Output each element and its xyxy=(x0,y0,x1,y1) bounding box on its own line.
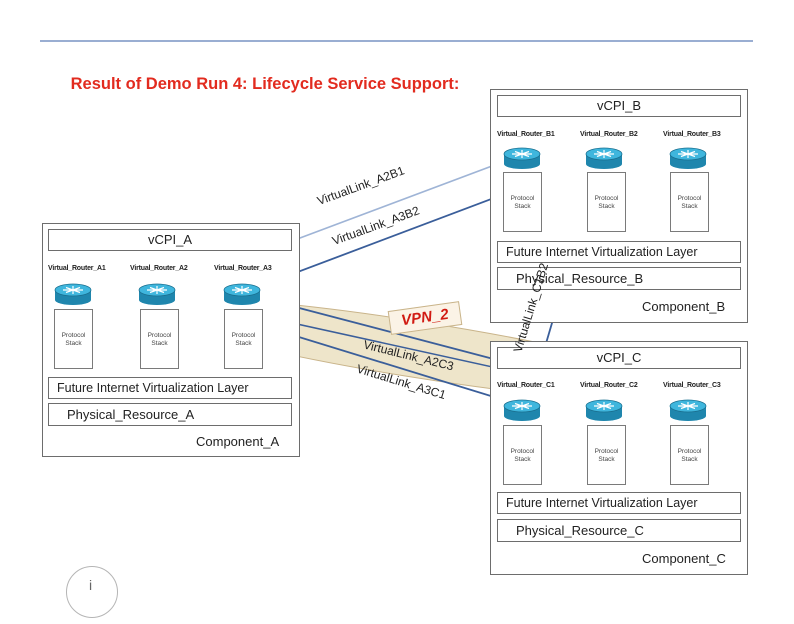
router-a2-icon xyxy=(138,283,176,306)
router-b3-icon xyxy=(669,147,707,170)
router-a3-label: Virtual_Router_A3 xyxy=(214,265,272,272)
router-b2-icon xyxy=(585,147,623,170)
physical-resource-a: Physical_Resource_A xyxy=(48,403,292,426)
logo-icon: i xyxy=(66,566,118,618)
router-a3-icon xyxy=(223,283,261,306)
protocol-stack-b3: Protocol Stack xyxy=(670,172,709,232)
router-b1-label: Virtual_Router_B1 xyxy=(497,131,555,138)
protocol-stack-b1: Protocol Stack xyxy=(503,172,542,232)
router-c2-icon xyxy=(585,399,623,422)
protocol-stack-b2: Protocol Stack xyxy=(587,172,626,232)
vcpi-a-header: vCPI_A xyxy=(48,229,292,251)
router-b2-label: Virtual_Router_B2 xyxy=(580,131,638,138)
physical-resource-b: Physical_Resource_B xyxy=(497,267,741,290)
router-c2-label: Virtual_Router_C2 xyxy=(580,382,638,389)
top-divider xyxy=(40,40,753,42)
vcpi-b-header: vCPI_B xyxy=(497,95,741,117)
router-c1-icon xyxy=(503,399,541,422)
virtualization-layer-b: Future Internet Virtualization Layer xyxy=(497,241,741,263)
component-b-label: Component_B xyxy=(642,299,726,314)
router-c1-label: Virtual_Router_C1 xyxy=(497,382,555,389)
router-c3-icon xyxy=(669,399,707,422)
slide-title: Result of Demo Run 4: Lifecycle Service … xyxy=(70,75,460,93)
vcpi-c-header: vCPI_C xyxy=(497,347,741,369)
protocol-stack-a2: Protocol Stack xyxy=(140,309,179,369)
virtualization-layer-c: Future Internet Virtualization Layer xyxy=(497,492,741,514)
router-b1-icon xyxy=(503,147,541,170)
protocol-stack-a1: Protocol Stack xyxy=(54,309,93,369)
protocol-stack-c3: Protocol Stack xyxy=(670,425,709,485)
router-c3-label: Virtual_Router_C3 xyxy=(663,382,721,389)
virtualization-layer-a: Future Internet Virtualization Layer xyxy=(48,377,292,399)
router-a2-label: Virtual_Router_A2 xyxy=(130,265,188,272)
router-a1-icon xyxy=(54,283,92,306)
component-a-label: Component_A xyxy=(196,434,280,449)
protocol-stack-c1: Protocol Stack xyxy=(503,425,542,485)
protocol-stack-a3: Protocol Stack xyxy=(224,309,263,369)
router-a1-label: Virtual_Router_A1 xyxy=(48,265,106,272)
protocol-stack-c2: Protocol Stack xyxy=(587,425,626,485)
physical-resource-c: Physical_Resource_C xyxy=(497,519,741,542)
component-c-label: Component_C xyxy=(642,551,726,566)
router-b3-label: Virtual_Router_B3 xyxy=(663,131,721,138)
